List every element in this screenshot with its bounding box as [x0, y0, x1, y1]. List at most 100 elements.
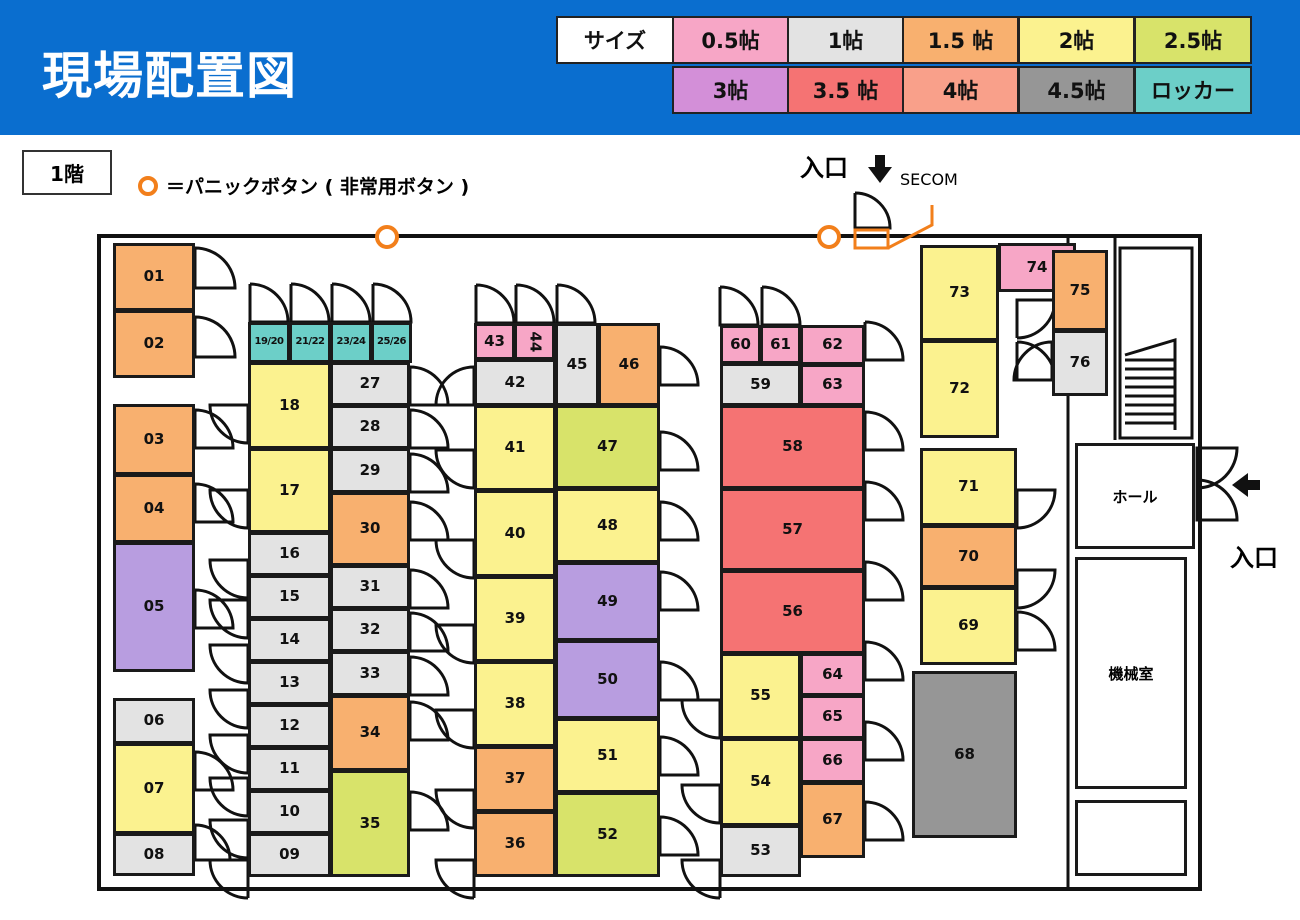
- room-number: 64: [822, 664, 843, 683]
- room-35[interactable]: 35: [330, 770, 410, 877]
- building-outer-wall: [97, 234, 1202, 891]
- door-swing: [680, 698, 722, 740]
- room-25-26[interactable]: 25/26: [371, 322, 412, 363]
- room-number: 76: [1069, 353, 1091, 372]
- room-number: 05: [143, 597, 165, 616]
- room-66[interactable]: 66: [800, 738, 865, 783]
- room-70[interactable]: 70: [920, 525, 1017, 588]
- room-75[interactable]: 75: [1052, 250, 1108, 331]
- room-60[interactable]: 60: [720, 325, 761, 364]
- room-number: 04: [143, 498, 165, 517]
- room-51[interactable]: 51: [555, 718, 660, 793]
- room-52[interactable]: 52: [555, 792, 660, 877]
- room-71[interactable]: 71: [920, 448, 1017, 526]
- room-56[interactable]: 56: [720, 570, 865, 654]
- room-41[interactable]: 41: [474, 405, 556, 491]
- room-number: 29: [359, 460, 381, 479]
- room-44[interactable]: 44: [514, 323, 555, 360]
- room-number: 15: [279, 587, 300, 606]
- room-number: 08: [143, 844, 165, 863]
- door-swing: [371, 282, 413, 324]
- room-number: 10: [279, 802, 300, 821]
- room-64[interactable]: 64: [800, 653, 865, 696]
- room-55[interactable]: 55: [720, 653, 801, 739]
- room-19-20[interactable]: 19/20: [248, 322, 290, 363]
- room-76[interactable]: 76: [1052, 330, 1108, 396]
- room-18[interactable]: 18: [248, 362, 331, 449]
- room-69[interactable]: 69: [920, 587, 1017, 665]
- room-01[interactable]: 01: [113, 243, 195, 311]
- room-27[interactable]: 27: [330, 362, 410, 406]
- room-34[interactable]: 34: [330, 695, 410, 771]
- room-58[interactable]: 58: [720, 405, 865, 489]
- door-swing: [658, 345, 700, 387]
- room-number: 12: [279, 716, 300, 735]
- room-05[interactable]: 05: [113, 542, 195, 672]
- staircase: [1118, 246, 1194, 440]
- floor-label[interactable]: 1階: [22, 150, 112, 195]
- room-50[interactable]: 50: [555, 640, 660, 719]
- side-entrance-label: 入口: [1230, 544, 1278, 572]
- door-swing: [863, 560, 905, 602]
- room-46[interactable]: 46: [598, 323, 660, 406]
- room-03[interactable]: 03: [113, 404, 195, 475]
- door-swing: [863, 640, 905, 682]
- room-42[interactable]: 42: [474, 359, 556, 406]
- room-38[interactable]: 38: [474, 661, 556, 747]
- room-23-24[interactable]: 23/24: [330, 322, 372, 363]
- room-17[interactable]: 17: [248, 448, 331, 533]
- room-14[interactable]: 14: [248, 618, 331, 662]
- room-15[interactable]: 15: [248, 575, 331, 619]
- room-21-22[interactable]: 21/22: [289, 322, 331, 363]
- room-33[interactable]: 33: [330, 651, 410, 696]
- room-29[interactable]: 29: [330, 448, 410, 493]
- room-07[interactable]: 07: [113, 743, 195, 834]
- room-45[interactable]: 45: [555, 323, 599, 406]
- room-37[interactable]: 37: [474, 746, 556, 812]
- room-16[interactable]: 16: [248, 532, 331, 576]
- panic-button-icon: [375, 225, 399, 249]
- room-61[interactable]: 61: [760, 325, 801, 364]
- room-40[interactable]: 40: [474, 490, 556, 577]
- room-54[interactable]: 54: [720, 738, 801, 826]
- room-73[interactable]: 73: [920, 245, 999, 341]
- arrow-down-icon: [868, 155, 892, 183]
- room-11[interactable]: 11: [248, 747, 331, 791]
- room-49[interactable]: 49: [555, 562, 660, 641]
- room-32[interactable]: 32: [330, 608, 410, 652]
- room-13[interactable]: 13: [248, 661, 331, 705]
- room-30[interactable]: 30: [330, 492, 410, 566]
- room-62[interactable]: 62: [800, 325, 865, 365]
- room-number: 39: [504, 609, 526, 628]
- door-swing: [1015, 340, 1057, 382]
- secom-line: [887, 205, 934, 250]
- room-04[interactable]: 04: [113, 474, 195, 543]
- room-72[interactable]: 72: [920, 340, 999, 438]
- room-10[interactable]: 10: [248, 790, 331, 834]
- room-number: 09: [279, 845, 300, 864]
- room-31[interactable]: 31: [330, 565, 410, 609]
- room-59[interactable]: 59: [720, 363, 801, 406]
- room-63[interactable]: 63: [800, 364, 865, 406]
- room-39[interactable]: 39: [474, 576, 556, 662]
- room-36[interactable]: 36: [474, 811, 556, 877]
- room-53[interactable]: 53: [720, 825, 801, 877]
- room-47[interactable]: 47: [555, 405, 660, 489]
- room-08[interactable]: 08: [113, 833, 195, 876]
- door-swing: [863, 410, 905, 452]
- room-43[interactable]: 43: [474, 323, 515, 360]
- door-swing: [434, 708, 476, 750]
- room-57[interactable]: 57: [720, 488, 865, 571]
- room-65[interactable]: 65: [800, 695, 865, 739]
- room-06[interactable]: 06: [113, 698, 195, 744]
- room-48[interactable]: 48: [555, 488, 660, 563]
- room-09[interactable]: 09: [248, 833, 331, 877]
- room-number: 16: [279, 544, 300, 563]
- room-67[interactable]: 67: [800, 782, 865, 858]
- room-68[interactable]: 68: [912, 671, 1017, 838]
- room-12[interactable]: 12: [248, 704, 331, 748]
- room-02[interactable]: 02: [113, 310, 195, 378]
- door-swing: [193, 750, 235, 792]
- room-28[interactable]: 28: [330, 405, 410, 449]
